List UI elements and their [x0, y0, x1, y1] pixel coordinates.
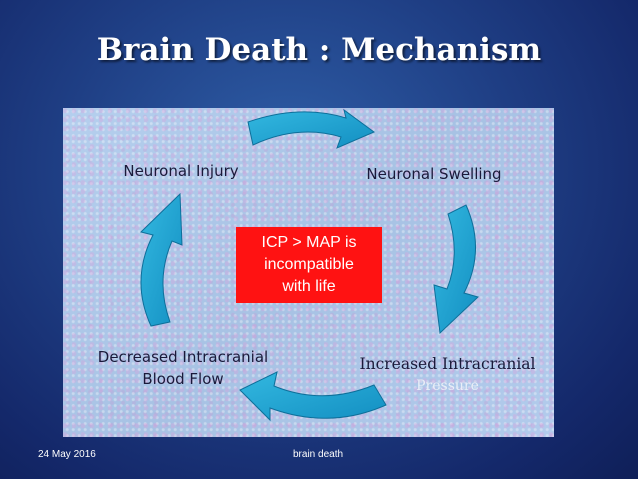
center-callout-box: ICP > MAP is incompatible with life [236, 227, 382, 303]
footer-date: 24 May 2016 [38, 449, 96, 460]
callout-line: with life [282, 278, 336, 295]
arrow-bottom [239, 371, 387, 422]
node-line: Pressure [416, 378, 479, 394]
node-neuronal-swelling: Neuronal Swelling [359, 163, 509, 185]
arrow-left [140, 192, 183, 327]
node-line: Neuronal Injury [123, 162, 239, 180]
arrow-right [433, 204, 479, 335]
node-neuronal-injury: Neuronal Injury [106, 160, 256, 182]
slide-title: Brain Death : Mechanism [96, 32, 542, 68]
node-line: Blood Flow [142, 370, 224, 388]
node-line: Increased Intracranial [359, 355, 536, 373]
node-line: Neuronal Swelling [366, 165, 502, 183]
callout-line: ICP > MAP is [261, 234, 357, 251]
footer-title: brain death [293, 449, 344, 460]
arrow-top [247, 108, 375, 149]
node-decreased-blood-flow: Decreased Intracranial Blood Flow [72, 346, 294, 390]
callout-line: incompatible [264, 256, 354, 273]
node-line: Decreased Intracranial [97, 348, 269, 366]
node-increased-icp: Increased Intracranial Pressure [340, 353, 555, 397]
